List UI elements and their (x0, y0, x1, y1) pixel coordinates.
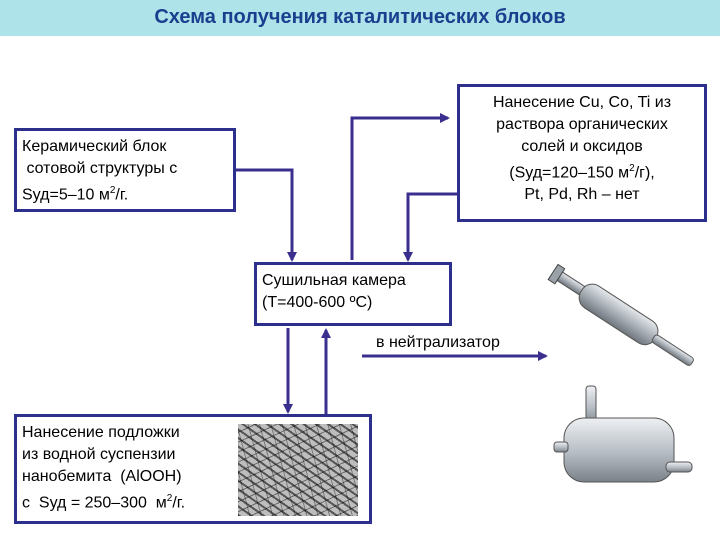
deposition-line-4: (Sуд=120–150 м2/г), (509, 163, 655, 182)
drying-chamber-box (254, 262, 452, 326)
substrate-line-3: нанобемита (AlOOH) (22, 468, 182, 485)
page-title: Схема получения каталитических блоков (154, 6, 566, 28)
deposition-box (457, 84, 707, 222)
title-bar (0, 0, 720, 36)
arrow-ceramic-to-dryer (236, 168, 297, 262)
deposition-line-2: раствора органических (496, 116, 668, 133)
arrow-dryer-to-deposition (350, 113, 450, 260)
nanoboehmite-micrograph (238, 424, 358, 516)
muffler-pipe-image (547, 263, 694, 366)
ceramic-line-2: сотовой структуры с (22, 160, 178, 177)
dryer-line-1: Сушильная камера (262, 272, 406, 289)
substrate-line-1: Нанесение подложки (22, 424, 180, 441)
ceramic-block-text: Керамический блок сотовой структуры с Sу… (22, 136, 236, 206)
arrow-deposition-to-dryer (403, 192, 458, 262)
deposition-text: Нанесение Cu, Co, Ti из раствора органич… (459, 92, 705, 206)
ceramic-block-box (14, 128, 236, 212)
substrate-line-4: с Sуд = 250–300 м2/г. (22, 493, 186, 512)
drying-chamber-text: Сушильная камера (T=400-600 ºC) (262, 270, 452, 314)
deposition-line-3: солей и оксидов (521, 138, 643, 155)
deposition-line-1: Нанесение Cu, Co, Ti из (492, 94, 672, 111)
muffler-box-image (553, 385, 693, 483)
ceramic-line-3: Sуд=5–10 м2/г. (22, 185, 129, 204)
substrate-text: Нанесение подложки из водной суспензии н… (22, 422, 242, 514)
dryer-line-2: (T=400-600 ºC) (262, 294, 373, 311)
ceramic-line-1: Керамический блок (22, 138, 167, 155)
deposition-line-5: Pt, Pd, Rh – нет (524, 186, 640, 204)
to-neutralizer-label: в нейтрализатор (376, 334, 500, 351)
substrate-line-2: из водной суспензии (22, 446, 176, 463)
